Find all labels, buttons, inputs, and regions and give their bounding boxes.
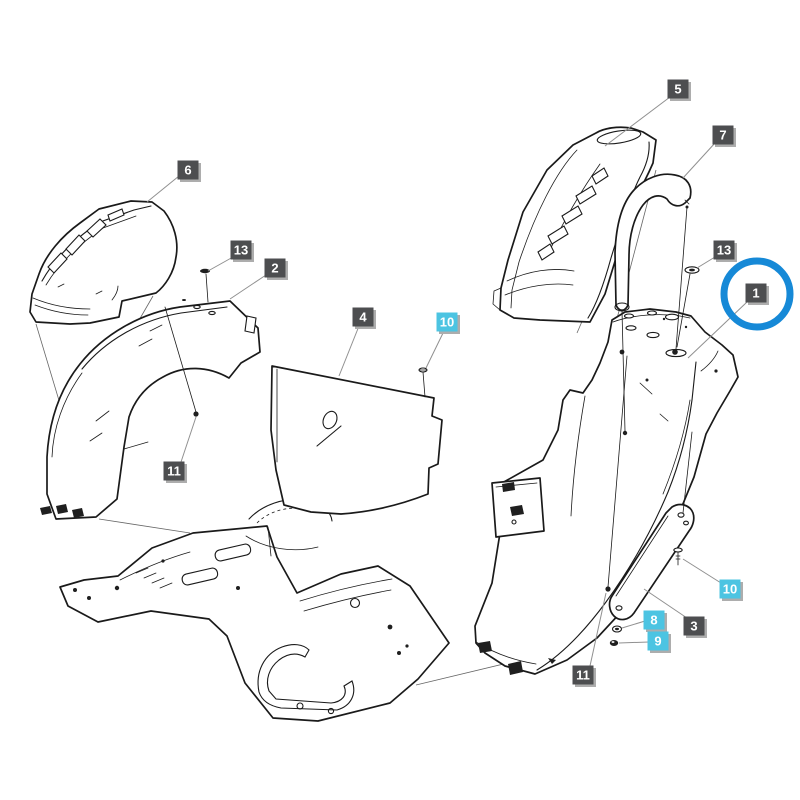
leader-line xyxy=(618,641,650,644)
part-label-10-left[interactable]: 10 xyxy=(436,312,458,332)
part-5-cover-right xyxy=(492,126,657,323)
screw-10-right xyxy=(673,547,683,553)
leader-line xyxy=(682,558,722,584)
leader-line xyxy=(338,325,360,377)
part-label-13-left[interactable]: 13 xyxy=(230,240,252,260)
part-label-11-right[interactable]: 11 xyxy=(572,665,594,685)
part-label-4[interactable]: 4 xyxy=(352,307,374,327)
leader-line xyxy=(425,330,445,369)
leader-line xyxy=(146,175,180,203)
leader-lines xyxy=(146,96,748,667)
part-6-cover-left xyxy=(29,200,178,325)
part-label-2[interactable]: 2 xyxy=(264,258,286,278)
bolt-11-left xyxy=(193,411,199,417)
part-label-11-left[interactable]: 11 xyxy=(163,461,185,481)
part-label-5[interactable]: 5 xyxy=(667,79,689,99)
part-4-panel xyxy=(270,365,443,515)
part-label-9[interactable]: 9 xyxy=(647,631,669,651)
leader-line xyxy=(643,588,688,619)
leader-line xyxy=(207,256,234,272)
nut-9 xyxy=(609,640,619,646)
screw-13-left xyxy=(200,268,210,274)
part-2-fender-left xyxy=(40,299,261,520)
part-1-fender-right xyxy=(474,308,739,675)
leader-line xyxy=(687,301,748,359)
leader-line xyxy=(682,142,716,179)
platform-floor-plates xyxy=(59,498,450,722)
part-label-7[interactable]: 7 xyxy=(712,125,734,145)
part-label-6[interactable]: 6 xyxy=(177,160,199,180)
part-label-1[interactable]: 1 xyxy=(745,283,767,303)
bolt-11-right xyxy=(605,586,611,592)
part-label-8[interactable]: 8 xyxy=(643,610,665,630)
highlight-circle xyxy=(720,257,794,331)
leader-line xyxy=(604,96,671,147)
part-label-13-right[interactable]: 13 xyxy=(713,240,735,260)
part-3-bracket xyxy=(608,503,695,621)
leader-line xyxy=(621,620,646,629)
fasteners xyxy=(164,206,700,646)
leader-line xyxy=(229,274,267,300)
leader-line xyxy=(589,592,607,667)
leader-line xyxy=(696,256,716,269)
leader-line xyxy=(180,416,197,463)
part-label-3[interactable]: 3 xyxy=(683,616,705,636)
part-label-10-right[interactable]: 10 xyxy=(719,579,741,599)
part-7-handle xyxy=(614,173,692,312)
